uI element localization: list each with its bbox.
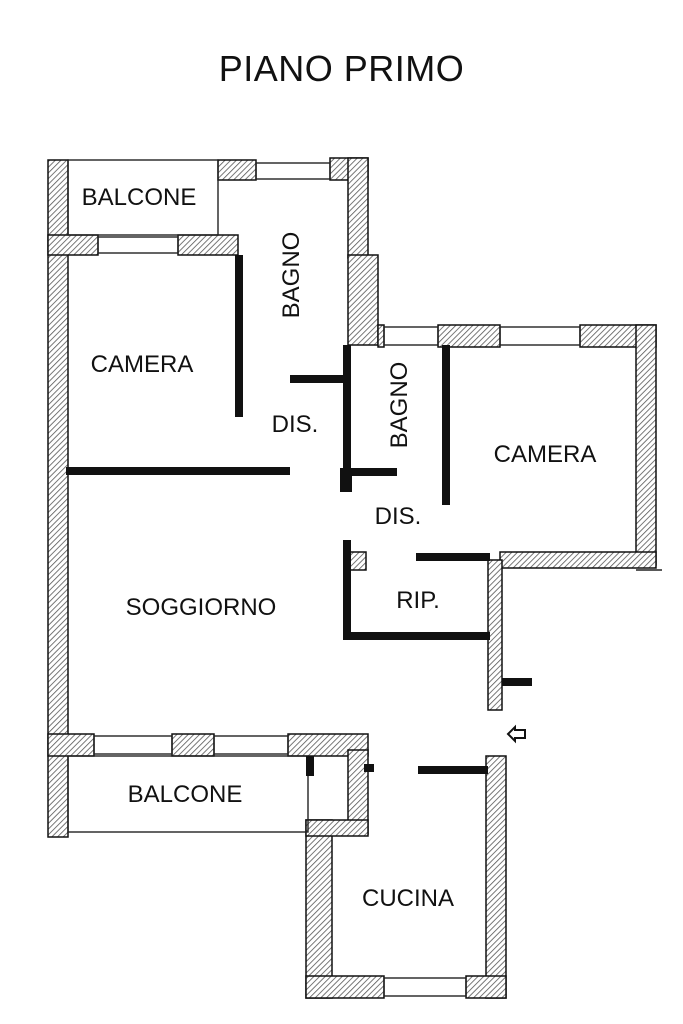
wall-cucina-left-join: [305, 819, 369, 837]
wall-cucina-left: [305, 819, 333, 999]
label-balcone-top: BALCONE: [82, 184, 197, 211]
window-bagno-center: [383, 326, 439, 346]
plan-title: PIANO PRIMO: [218, 48, 465, 89]
partition-cucina-top: [418, 766, 488, 774]
door-jamb-dis: [340, 468, 352, 492]
wall-bagno-top-left: [217, 159, 257, 181]
wall-cucina-bottom-left: [305, 975, 385, 999]
wall-cucina-right: [485, 755, 507, 999]
wall-right-top-mid: [437, 324, 501, 348]
partition-soggiorno-cucina: [306, 756, 314, 776]
label-camera-left: CAMERA: [91, 351, 194, 378]
partition-bagno-center-bottom: [343, 468, 397, 476]
wall-right-outer: [635, 324, 657, 566]
window-soggiorno-2: [213, 735, 289, 755]
label-camera-right: CAMERA: [494, 441, 597, 468]
partition-camera-soggiorno: [66, 467, 290, 475]
entrance-marker: [506, 724, 526, 744]
label-dis-center: DIS.: [375, 503, 422, 530]
partition-bagno-left: [235, 255, 243, 417]
window-bagno-top: [255, 162, 331, 180]
partition-soggiorno-cucina-2: [364, 764, 374, 772]
label-soggiorno: SOGGIORNO: [126, 594, 277, 621]
window-soggiorno: [93, 735, 173, 755]
wall-balcony-top-2: [177, 234, 239, 256]
label-balcone-bottom: BALCONE: [128, 781, 243, 808]
partition-camera-right-left: [442, 345, 450, 505]
partition-dis-rip: [416, 553, 490, 561]
label-rip: RIP.: [396, 587, 440, 614]
wall-bagno-right: [347, 157, 369, 259]
wall-left-outer: [47, 159, 69, 838]
window-balcone-top: [67, 159, 219, 236]
partition-bagno-center-left: [343, 345, 351, 487]
label-dis-top: DIS.: [272, 411, 319, 438]
wall-cucina-bottom-right: [465, 975, 507, 999]
wall-entrance-upper: [487, 559, 503, 711]
window-cucina: [383, 977, 467, 997]
wall-balcony-bottom-left: [47, 733, 95, 757]
label-bagno-top: BAGNO: [278, 232, 305, 319]
label-bagno-center: BAGNO: [386, 362, 413, 449]
wall-bagno-right-step: [347, 254, 379, 346]
window-camera-right: [499, 326, 581, 346]
balcony-bottom-outline: [67, 755, 309, 833]
wall-camera-right-bottom: [499, 551, 657, 569]
interior-walls: [66, 255, 532, 776]
window-camera-left: [97, 236, 179, 254]
wall-right-top-left: [377, 324, 385, 348]
entrance-arrow-icon: [506, 724, 526, 744]
partition-rip-left: [343, 540, 351, 640]
partition-entrance-stub: [502, 678, 532, 686]
wall-balcony-top: [47, 234, 99, 256]
label-cucina: CUCINA: [362, 885, 454, 912]
windows: [67, 159, 662, 997]
partition-dis-stub: [290, 375, 346, 383]
exterior-walls: [47, 157, 657, 999]
partition-rip-bottom: [343, 632, 490, 640]
wall-balcony-bottom-mid: [171, 733, 215, 757]
